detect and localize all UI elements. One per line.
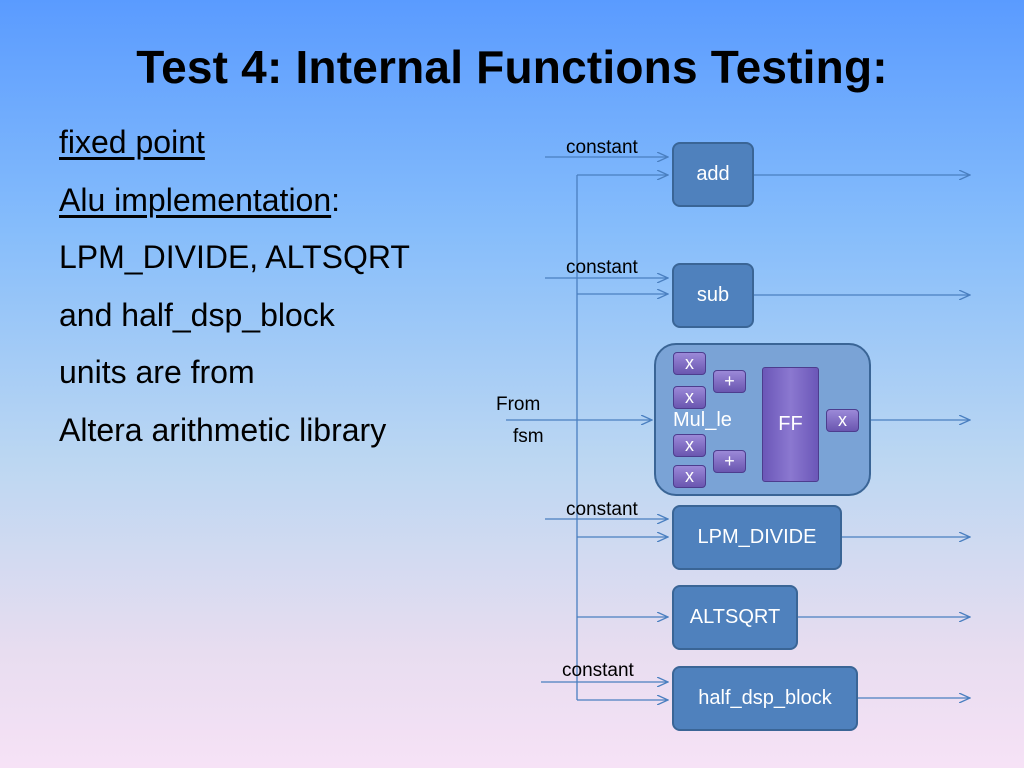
lpm-divide-block: LPM_DIVIDE <box>672 505 842 570</box>
constant-label-add: constant <box>566 137 638 158</box>
mul-x-4: x <box>673 465 706 488</box>
sub-block: sub <box>672 263 754 328</box>
mul-x-2: x <box>673 386 706 409</box>
bullet-units-line-2: and half_dsp_block <box>59 296 335 333</box>
bullet-text-block: fixed point Alu implementation: LPM_DIVI… <box>59 118 410 463</box>
bullet-units-line-1: LPM_DIVIDE, ALTSQRT <box>59 239 410 275</box>
ff-register: FF <box>762 367 819 482</box>
mul-le-label: Mul_le <box>673 409 732 431</box>
constant-label-sub: constant <box>566 257 638 278</box>
bullet-alu-implementation: Alu implementation: <box>59 181 341 218</box>
mul-x-3: x <box>673 434 706 457</box>
constant-label-divide: constant <box>566 499 638 520</box>
fsm-label: fsm <box>513 426 544 447</box>
add-plus-2: + <box>713 450 746 473</box>
add-plus-1: + <box>713 370 746 393</box>
bullet-units-line-4: Altera arithmetic library <box>59 411 387 448</box>
slide-title: Test 4: Internal Functions Testing: <box>136 41 888 93</box>
mul-x-1: x <box>673 352 706 375</box>
mul-x-output: x <box>826 409 859 432</box>
constant-label-halfdsp: constant <box>562 660 634 681</box>
bullet-units-line-3: units are from <box>59 354 255 390</box>
from-label: From <box>496 394 541 415</box>
bullet-fixed-point: fixed point <box>59 124 205 160</box>
altsqrt-block: ALTSQRT <box>672 585 798 650</box>
half-dsp-block: half_dsp_block <box>672 666 858 731</box>
add-block: add <box>672 142 754 207</box>
